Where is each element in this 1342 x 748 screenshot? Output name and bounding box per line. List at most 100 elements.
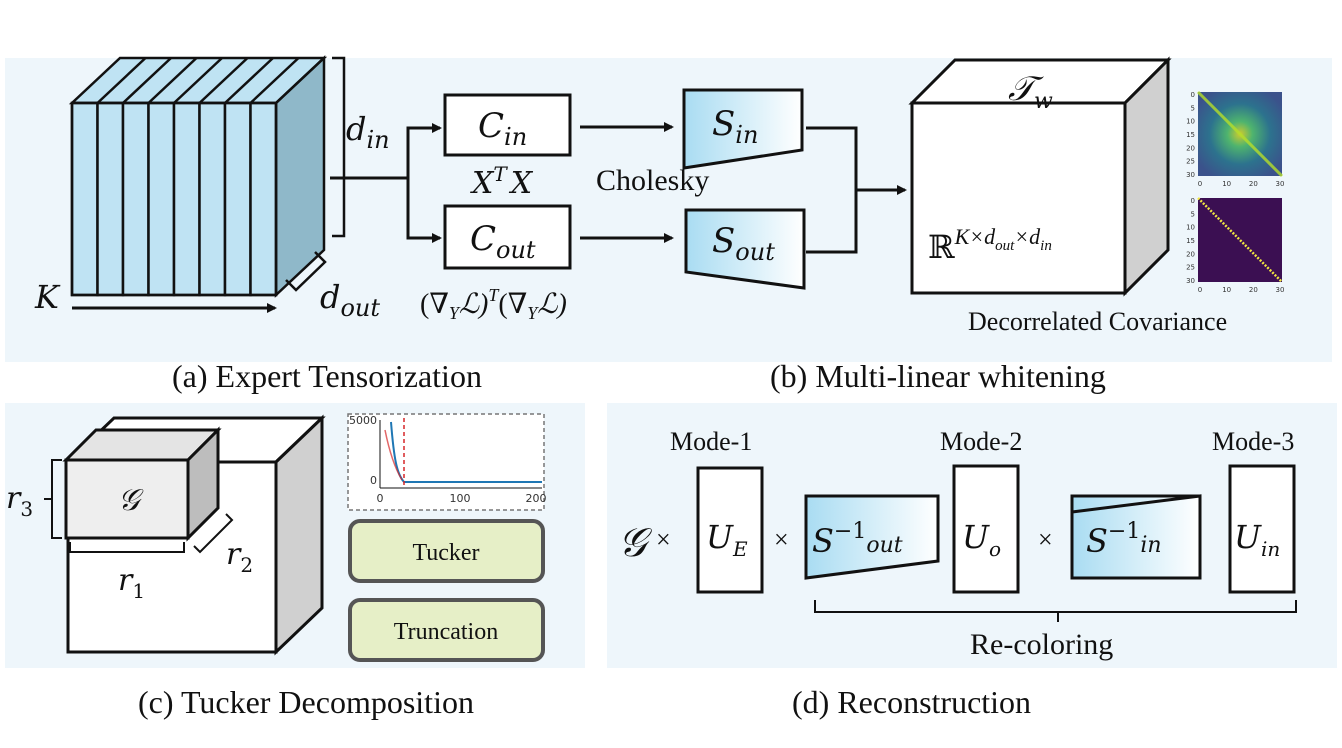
split-connector (330, 123, 442, 243)
mode2-label: Mode-2 (940, 427, 1022, 456)
heatmap-tick-y: 25 (1186, 158, 1195, 166)
r2-label: r2 (226, 537, 253, 577)
truncation-button[interactable] (348, 598, 545, 662)
plot-tick-y: 5000 (349, 414, 377, 427)
plot-tick-x: 0 (377, 492, 384, 505)
heatmap-tick-y: 5 (1191, 210, 1195, 218)
caption-c: (c) Tucker Decomposition (138, 684, 474, 720)
u-in-label: Uin (1234, 518, 1280, 561)
heatmap-tick-y: 15 (1186, 131, 1195, 139)
s-out-inv-shape (804, 494, 940, 580)
heatmap-tick-y: 10 (1186, 118, 1195, 126)
tensor-slice (198, 101, 227, 297)
c-out-box (443, 204, 572, 270)
expert-tensor (68, 55, 328, 298)
r1-bracket (69, 542, 185, 553)
r3-bracket (44, 459, 62, 539)
heatmap-tick-y: 0 (1191, 91, 1195, 99)
heatmap-before: 0 5 10 15 20 25 30 0 10 20 30 (1186, 90, 1285, 188)
r2-bracket (193, 513, 234, 554)
heatmap-tick-x: 10 (1222, 286, 1231, 294)
tensor-slice (147, 101, 176, 297)
cholesky-label: Cholesky (596, 164, 709, 197)
d-out-label: dout (320, 278, 380, 322)
tensor-slice (121, 101, 150, 297)
tensor-slice (96, 101, 125, 297)
caption-b: (b) Multi-linear whitening (770, 358, 1106, 394)
tensor-slice (172, 101, 201, 297)
s-in-inv-label: S−1in (1086, 519, 1162, 560)
c-out-label: Cout (470, 219, 536, 264)
s-out-label: Sout (712, 221, 775, 266)
s-in-label: Sin (712, 104, 758, 149)
d-in-label: din (346, 110, 390, 154)
singular-value-plot: 5000 00 100 200 (347, 413, 547, 511)
heatmap-tick-x: 30 (1276, 286, 1285, 294)
u-in-box (1228, 464, 1296, 594)
recoloring-label: Re-coloring (970, 628, 1113, 661)
heatmap-tick-x: 0 (1198, 180, 1202, 188)
merge-connector (806, 126, 907, 254)
tensor-slice-edge (147, 57, 198, 104)
heatmap-tick-y: 10 (1186, 224, 1195, 232)
r1-label: r1 (118, 563, 145, 603)
d-out-bracket (285, 251, 327, 292)
times-2: × (774, 525, 789, 554)
heatmap-tick-x: 10 (1222, 180, 1231, 188)
mode1-label: Mode-1 (670, 427, 752, 456)
core-tensor (62, 426, 222, 542)
plot-tick-x: 200 (526, 492, 547, 505)
heatmap-tick-y: 20 (1186, 144, 1195, 152)
space-label: ℝK×dout×din (928, 224, 1052, 265)
heatmap-tick-y: 15 (1186, 237, 1195, 245)
heatmap-tick-x: 20 (1249, 286, 1258, 294)
heatmap-tick-y: 25 (1186, 264, 1195, 272)
plot-tick-y: 0 (370, 474, 377, 487)
r3-label: r3 (6, 481, 33, 521)
caption-d: (d) Reconstruction (792, 684, 1031, 720)
tensor-slice (223, 101, 252, 297)
k-label: K (34, 278, 61, 316)
heatmap-tick-x: 0 (1198, 286, 1202, 294)
mode3-label: Mode-3 (1212, 427, 1294, 456)
decorrelated-label: Decorrelated Covariance (968, 307, 1227, 336)
tensor-slice (249, 101, 278, 297)
heatmap-tick-y: 30 (1186, 277, 1195, 285)
s-in-inv-trapezoid (1070, 494, 1202, 580)
tensor-slice (70, 101, 99, 297)
heatmap-tick-y: 20 (1186, 250, 1195, 258)
heatmap-after: 0 5 10 15 20 25 30 0 10 20 30 (1186, 197, 1284, 294)
s-out-shape (684, 208, 806, 290)
tucker-button[interactable] (348, 519, 545, 583)
caption-a: (a) Expert Tensorization (172, 358, 482, 394)
recoloring-brace (814, 600, 1297, 622)
tw-cube (908, 56, 1172, 297)
heatmap-tick-x: 30 (1276, 180, 1285, 188)
heatmap-tick-y: 30 (1186, 171, 1195, 179)
tensor-slice-edge (249, 57, 300, 104)
u-o-box (952, 464, 1020, 594)
plot-tick-x: 100 (450, 492, 471, 505)
d-in-bracket (332, 56, 346, 238)
tucker-button-label: Tucker (412, 540, 479, 566)
c-in-box (443, 93, 572, 157)
tensor-slice-edge (96, 57, 147, 104)
tensor-slice-edge (198, 57, 249, 104)
s-out-inv-label: S−1out (812, 519, 903, 560)
heatmap-tick-x: 20 (1249, 180, 1258, 188)
u-e-label: UE (706, 518, 748, 561)
s-in-shape (682, 88, 804, 170)
times-1: × (656, 525, 671, 554)
times-3: × (1038, 525, 1053, 554)
tensor-slice-edge (173, 57, 223, 104)
grad-expr-label: (∇Yℒ)T(∇Yℒ) (420, 285, 567, 323)
heatmap-tick-y: 5 (1191, 104, 1195, 112)
tensor-slice-edge (122, 57, 172, 104)
heatmap-tick-y: 0 (1191, 197, 1195, 205)
u-e-box (696, 466, 764, 594)
u-o-label: Uo (962, 518, 1001, 561)
tensor-slice-edge (224, 57, 274, 104)
truncation-button-label: Truncation (394, 619, 498, 645)
